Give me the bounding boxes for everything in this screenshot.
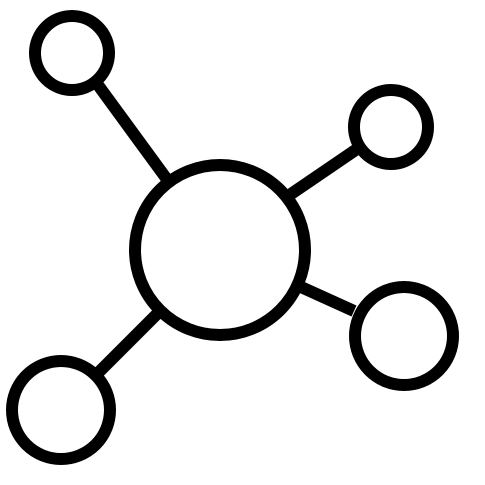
node-top-right	[348, 84, 434, 170]
connector-lines	[91, 81, 361, 380]
connector-line-bottom-right	[298, 281, 357, 317]
connector-line-top-left	[93, 81, 171, 182]
connector-line-top-right	[287, 144, 361, 199]
connector-line-bottom-left	[91, 309, 162, 380]
node-bottom-right	[349, 281, 459, 391]
hub-node	[129, 159, 311, 341]
node-bottom-left	[6, 355, 116, 465]
node-top-left	[29, 10, 115, 96]
